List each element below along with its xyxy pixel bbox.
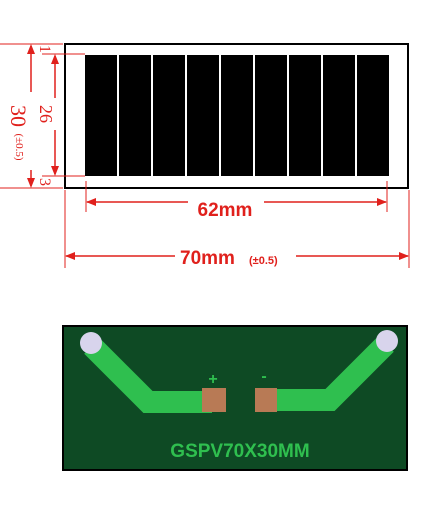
height-overall-label: 30	[6, 105, 31, 127]
pcb-marking: GSPV70X30MM	[170, 441, 309, 462]
solar-cell	[119, 55, 151, 176]
negative-label: -	[261, 368, 266, 385]
width-active-label: 62mm	[198, 200, 253, 221]
solar-cells	[85, 55, 389, 176]
right-mounting-hole	[376, 330, 398, 352]
right-trace	[264, 336, 394, 411]
solar-cell	[153, 55, 185, 176]
height-overall-tolerance: (±0.5)	[13, 133, 25, 160]
margin-top-label: 1	[36, 45, 53, 53]
left-trace	[84, 338, 212, 413]
solar-cell	[357, 55, 389, 176]
negative-pad	[255, 388, 277, 412]
dim-70mm: 70mm (±0.5)	[64, 190, 410, 269]
solar-cell	[255, 55, 287, 176]
pcb-board	[62, 325, 408, 471]
margin-bottom-label: 3	[36, 178, 53, 186]
solar-cell	[221, 55, 253, 176]
solar-cell	[85, 55, 117, 176]
solar-cell	[323, 55, 355, 176]
solar-cell	[187, 55, 219, 176]
solar-cell	[289, 55, 321, 176]
positive-label: +	[208, 371, 217, 388]
width-overall-label: 70mm	[180, 248, 235, 269]
dim-vertical-left: 30 (±0.5) 26 1 3	[0, 43, 85, 189]
left-mounting-hole	[80, 332, 102, 354]
width-overall-tolerance: (±0.5)	[249, 255, 278, 267]
height-active-label: 26	[36, 105, 56, 123]
positive-pad	[202, 388, 226, 412]
dim-62mm: 62mm	[85, 181, 388, 221]
